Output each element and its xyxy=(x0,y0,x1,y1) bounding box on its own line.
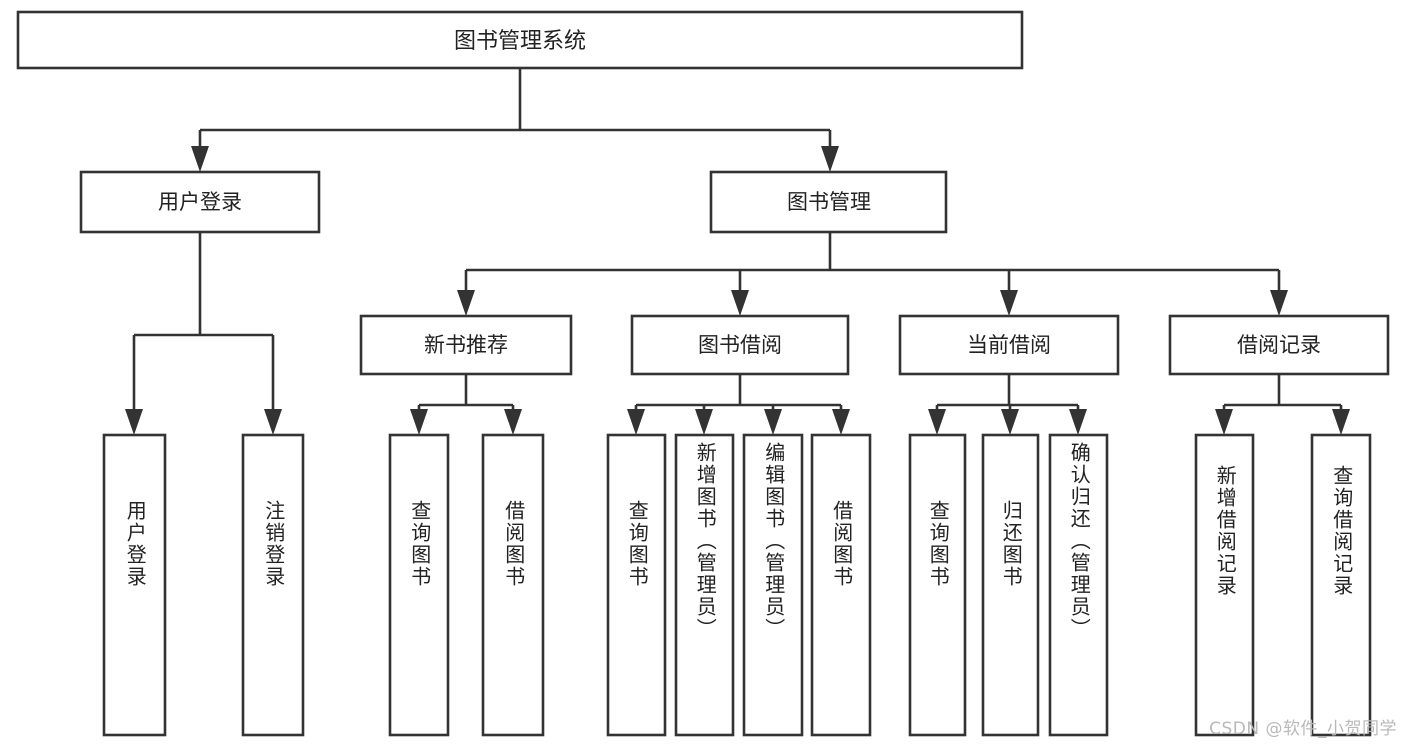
node-box-current-borrow[interactable] xyxy=(898,314,1120,376)
arrow-head-current-leaf-1 xyxy=(928,409,946,435)
node-box-book-management[interactable] xyxy=(709,170,948,234)
leaf-box-edit-book-admin[interactable] xyxy=(742,433,804,737)
arrow-head-borrow-leaf-2 xyxy=(695,409,713,435)
arrow-head-records-leaf-2 xyxy=(1332,409,1350,435)
arrow-head-new-books-leaf-1 xyxy=(410,409,428,435)
leaf-box-query-books-current[interactable] xyxy=(908,433,967,737)
arrow-head-user-login-leaf-1 xyxy=(125,409,143,435)
arrow-head-borrow xyxy=(731,290,749,316)
arrow-head-current xyxy=(1000,290,1018,316)
arrow-head-new-books xyxy=(457,290,475,316)
arrow-head-user-login-leaf-2 xyxy=(264,409,282,435)
leaf-box-add-borrow-record[interactable] xyxy=(1194,433,1255,737)
arrow-head-current-leaf-2 xyxy=(1001,409,1019,435)
arrow-head-new-books-leaf-2 xyxy=(504,409,522,435)
node-label-book-borrow: 图书借阅 xyxy=(698,333,782,357)
connector-group-root xyxy=(191,68,839,172)
arrow-head-records xyxy=(1270,290,1288,316)
node-label-borrow-records: 借阅记录 xyxy=(1237,333,1321,357)
leaf-box-confirm-return-admin[interactable] xyxy=(1048,433,1109,737)
arrow-head-root-to-book-mgmt xyxy=(821,146,839,172)
leaf-box-query-books-borrow[interactable] xyxy=(606,433,667,737)
node-book-management[interactable]: 图书管理 xyxy=(709,170,948,234)
arrow-head-root-to-user-login xyxy=(191,146,209,172)
node-box-book-borrow[interactable] xyxy=(630,314,850,376)
node-label-book-management: 图书管理 xyxy=(787,190,871,214)
node-label-root: 图书管理系统 xyxy=(454,29,586,54)
connector-group-borrow xyxy=(627,374,850,435)
node-box-user-login[interactable] xyxy=(79,170,321,234)
leaf-boxes xyxy=(102,433,1372,737)
arrow-head-current-leaf-3 xyxy=(1069,409,1087,435)
connector-group-new-books xyxy=(410,374,522,435)
node-current-borrow[interactable]: 当前借阅 xyxy=(898,314,1120,376)
node-borrow-records[interactable]: 借阅记录 xyxy=(1168,314,1390,376)
leaf-box-return-book[interactable] xyxy=(981,433,1040,737)
connector-group-current xyxy=(928,374,1087,435)
node-label-new-book-recommend: 新书推荐 xyxy=(424,333,508,357)
connector-group-records xyxy=(1215,374,1350,435)
leaf-box-borrow-book[interactable] xyxy=(810,433,872,737)
arrow-head-borrow-leaf-3 xyxy=(764,409,782,435)
node-book-borrow[interactable]: 图书借阅 xyxy=(630,314,850,376)
node-root[interactable]: 图书管理系统 xyxy=(16,10,1024,70)
connector-group-book-mgmt xyxy=(457,232,1288,316)
leaf-box-query-borrow-record[interactable] xyxy=(1310,433,1372,737)
leaf-box-user-login[interactable] xyxy=(102,433,167,737)
node-box-borrow-records[interactable] xyxy=(1168,314,1390,376)
node-label-user-login: 用户登录 xyxy=(158,190,242,214)
node-box-new-book-recommend[interactable] xyxy=(359,314,573,376)
watermark: CSDN @软件_小贺同学 xyxy=(1209,719,1397,739)
node-user-login[interactable]: 用户登录 xyxy=(79,170,321,234)
node-label-current-borrow: 当前借阅 xyxy=(967,333,1051,357)
leaf-box-query-books-new[interactable] xyxy=(388,433,450,737)
leaf-box-add-book-admin[interactable] xyxy=(674,433,735,737)
connector-group-user-login xyxy=(125,232,282,435)
arrow-head-borrow-leaf-1 xyxy=(627,409,645,435)
node-box-root[interactable] xyxy=(16,10,1024,70)
leaf-box-borrow-books-new[interactable] xyxy=(481,433,545,737)
arrow-head-borrow-leaf-4 xyxy=(832,409,850,435)
leaf-box-logout[interactable] xyxy=(241,433,305,737)
arrow-head-records-leaf-1 xyxy=(1215,409,1233,435)
node-new-book-recommend[interactable]: 新书推荐 xyxy=(359,314,573,376)
